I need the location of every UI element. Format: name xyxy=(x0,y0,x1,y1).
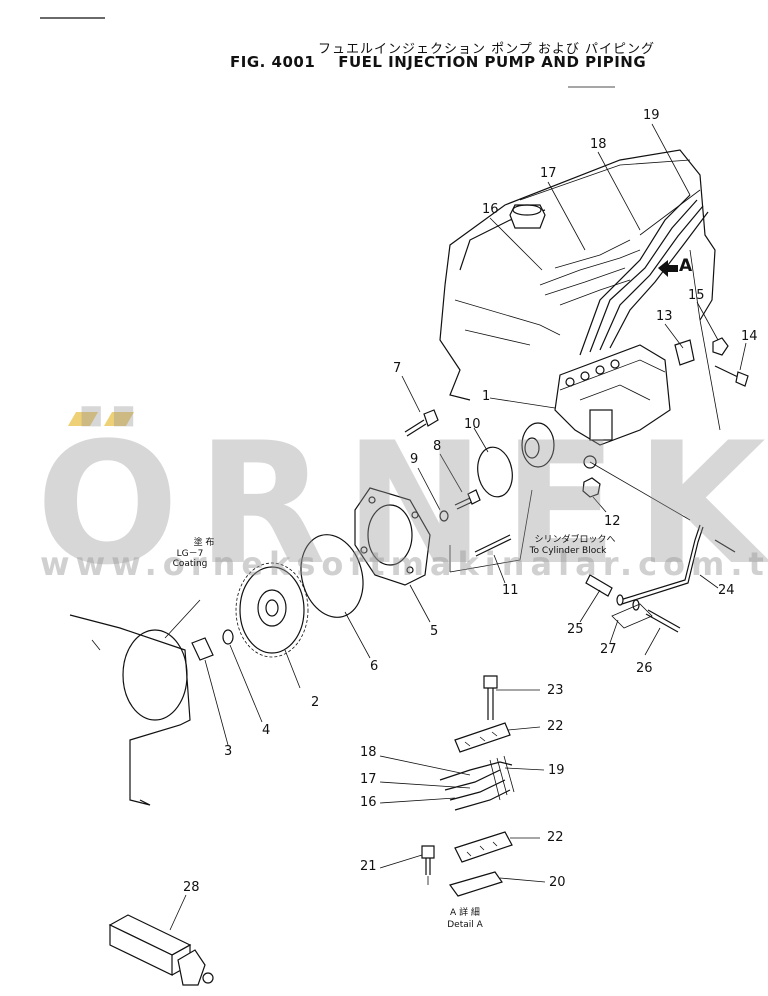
bolt-23 xyxy=(483,675,498,720)
washer-4 xyxy=(222,629,234,645)
gear-case-plate xyxy=(69,614,191,806)
plate-20 xyxy=(449,871,503,897)
gear-2 xyxy=(235,562,309,658)
figure-title: FIG. 4001 FUEL INJECTION PUMP AND PIPING xyxy=(230,53,646,71)
tool-28 xyxy=(108,914,214,986)
o-ring-10 xyxy=(477,446,513,498)
callout-2: 2 xyxy=(311,695,320,710)
view-a-arrow-icon xyxy=(658,260,678,277)
cylinder-note-en: To Cylinder Block xyxy=(529,546,607,556)
watermark-url: www.orneksoftmakinalar.com.tr xyxy=(40,545,768,583)
bolt-21 xyxy=(421,845,435,875)
callout-4: 4 xyxy=(262,723,271,738)
callout-17: 17 xyxy=(540,166,557,181)
callout-18-detail: 18 xyxy=(360,745,377,760)
clamp-22-lower xyxy=(454,831,513,863)
nut-3 xyxy=(191,637,214,661)
bolt-7 xyxy=(404,409,439,437)
fuel-injection-pipes xyxy=(539,189,709,356)
callout-14: 14 xyxy=(741,329,758,344)
callout-28: 28 xyxy=(183,880,200,895)
callout-1: 1 xyxy=(482,389,491,404)
callout-22-lower: 22 xyxy=(547,830,564,845)
callout-21: 21 xyxy=(360,859,377,874)
figure-number: FIG. 4001 xyxy=(230,53,316,71)
o-ring-6 xyxy=(300,534,364,618)
bolt-26 xyxy=(645,609,681,633)
cylinder-note-jp: シリンダブロックへ xyxy=(534,535,616,545)
title-japanese: フュエルインジェクション ポンプ および パイピング xyxy=(318,42,656,57)
detail-note-jp: A 詳 細 xyxy=(450,908,480,918)
callout-11: 11 xyxy=(502,583,519,598)
bolt-upper-right xyxy=(714,539,736,553)
coating-note-jp: 塗 布 xyxy=(193,538,215,548)
callout-8: 8 xyxy=(433,439,442,454)
callout-23: 23 xyxy=(547,683,564,698)
washer-9 xyxy=(439,510,449,522)
clamp-22-upper xyxy=(454,722,511,753)
bolt-14 xyxy=(714,365,749,387)
coating-note-en: LG－7 Coating xyxy=(172,549,208,569)
callout-18: 18 xyxy=(590,137,607,152)
callout-16: 16 xyxy=(482,202,499,217)
detail-note-en: Detail A xyxy=(447,920,483,930)
bracket-13 xyxy=(674,339,695,366)
callout-16-detail: 16 xyxy=(360,795,377,810)
view-a-label: A xyxy=(679,256,693,276)
callout-20: 20 xyxy=(549,875,566,890)
washer-27b xyxy=(632,599,640,611)
callout-5: 5 xyxy=(430,624,439,639)
callout-10: 10 xyxy=(464,417,481,432)
fitting-25 xyxy=(585,574,613,597)
callout-6: 6 xyxy=(370,659,379,674)
washer-27a xyxy=(616,594,624,606)
nut-15 xyxy=(712,337,729,356)
stud-11 xyxy=(474,534,512,557)
callout-19-detail: 19 xyxy=(548,763,565,778)
callout-19: 19 xyxy=(643,108,660,123)
callout-22-upper: 22 xyxy=(547,719,564,734)
flange-5 xyxy=(354,487,431,586)
callout-3: 3 xyxy=(224,744,233,759)
callout-17-detail: 17 xyxy=(360,772,377,787)
callout-7: 7 xyxy=(393,361,402,376)
bolt-8 xyxy=(454,489,481,510)
pipes-16-19-detail xyxy=(439,755,515,811)
pipe-24 xyxy=(619,524,704,605)
figure-title-english: FUEL INJECTION PUMP AND PIPING xyxy=(338,53,647,71)
callout-9: 9 xyxy=(410,452,419,467)
callout-25: 25 xyxy=(567,622,584,637)
leader-lines xyxy=(164,123,747,931)
engine-block xyxy=(439,149,721,431)
callout-27: 27 xyxy=(600,642,617,657)
callout-15: 15 xyxy=(688,288,705,303)
callout-13: 13 xyxy=(656,309,673,324)
watermark-brand: ÖRNEK xyxy=(36,406,768,602)
callout-12: 12 xyxy=(604,514,621,529)
nut-12 xyxy=(582,477,601,498)
callout-24: 24 xyxy=(718,583,735,598)
callout-26: 26 xyxy=(636,661,653,676)
